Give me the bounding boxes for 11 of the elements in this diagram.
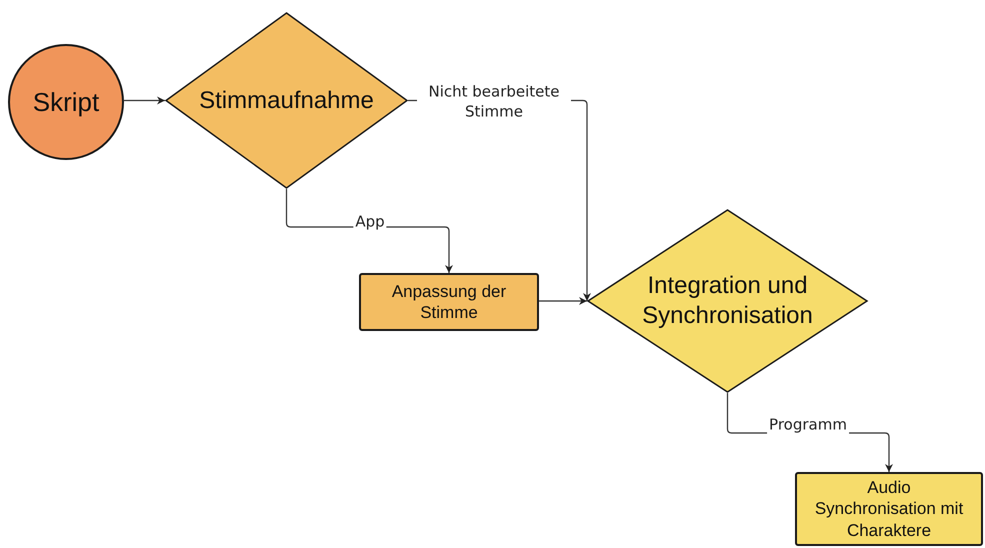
node-label: Audio Synchronisation mit Charaktere [814, 477, 964, 541]
arrow [124, 96, 165, 104]
node-label: Integration und Synchronisation [641, 271, 814, 331]
process-box [795, 472, 983, 546]
process-box [359, 273, 539, 331]
arrow [539, 297, 587, 305]
decision-diamond [165, 12, 408, 189]
decision-diamond [587, 209, 868, 393]
node-label: Anpassung der Stimme [390, 280, 508, 324]
node-label: Stimmaufnahme [198, 86, 375, 116]
node-label: Skript [32, 86, 100, 118]
